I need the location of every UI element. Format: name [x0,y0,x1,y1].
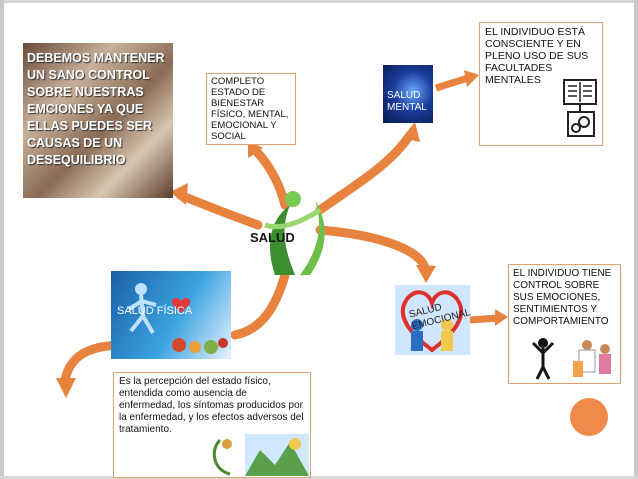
physical-box-text: Es la percepción del estado físico, ente… [119,376,304,435]
book-gear-icon [563,79,597,137]
arrow-head-physical-box [56,378,76,398]
mental-box: EL INDIVIDUO ESTÁ CONSCIENTE Y EN PLENO … [479,22,603,146]
arrow-head-emotional-box [495,309,508,326]
arrow-head-emotions-box [170,183,188,205]
arrow-to-salud-emocional [315,225,430,273]
emotions-photo-collage [23,43,173,198]
arrow-to-salud-fisica [230,270,290,340]
arrow-to-mental-box [434,74,470,92]
definition-box: COMPLETO ESTADO DE BIENESTAR FÍSICO, MEN… [206,73,296,145]
arrow-head-salud-emocional [416,265,436,283]
arrow-head-mental-box [464,70,479,87]
slide-frame-right [634,0,638,479]
health-logo-icon [264,191,325,275]
salud-mental-label: SALUD MENTAL [387,90,427,113]
sports-clipart-icon [212,434,309,476]
people-clipart-icon [531,338,611,380]
accent-circle [570,398,608,436]
arrow-to-emotional-box [469,314,499,324]
slide-frame-top [0,0,638,3]
arrow-head-salud-mental [402,122,420,142]
arrow-to-emotions-box [175,190,263,230]
mental-box-text: EL INDIVIDUO ESTÁ CONSCIENTE Y EN PLENO … [485,26,589,86]
fitness-image [111,271,231,359]
center-label: SALUD [250,230,295,245]
salud-fisica-label: SALUD FÍSICA [117,305,193,317]
runner-fruits-icon [127,283,228,354]
emotional-box: EL INDIVIDUO TIENE CONTROL SOBRE SUS EMO… [508,264,621,384]
slide-frame-left [0,0,4,479]
brain-image [383,65,433,123]
slide-frame-bottom [0,476,638,479]
arrow-to-definition-box [250,145,290,210]
heart-family-icon [401,290,463,353]
emotions-control-text: DEBEMOS MANTENER UN SANO CONTROL SOBRE N… [27,51,165,167]
arrow-to-salud-mental [315,130,415,215]
emotional-box-text: EL INDIVIDUO TIENE CONTROL SOBRE SUS EMO… [513,268,612,327]
heart-people-image [395,285,470,355]
definition-text: COMPLETO ESTADO DE BIENESTAR FÍSICO, MEN… [211,76,289,142]
